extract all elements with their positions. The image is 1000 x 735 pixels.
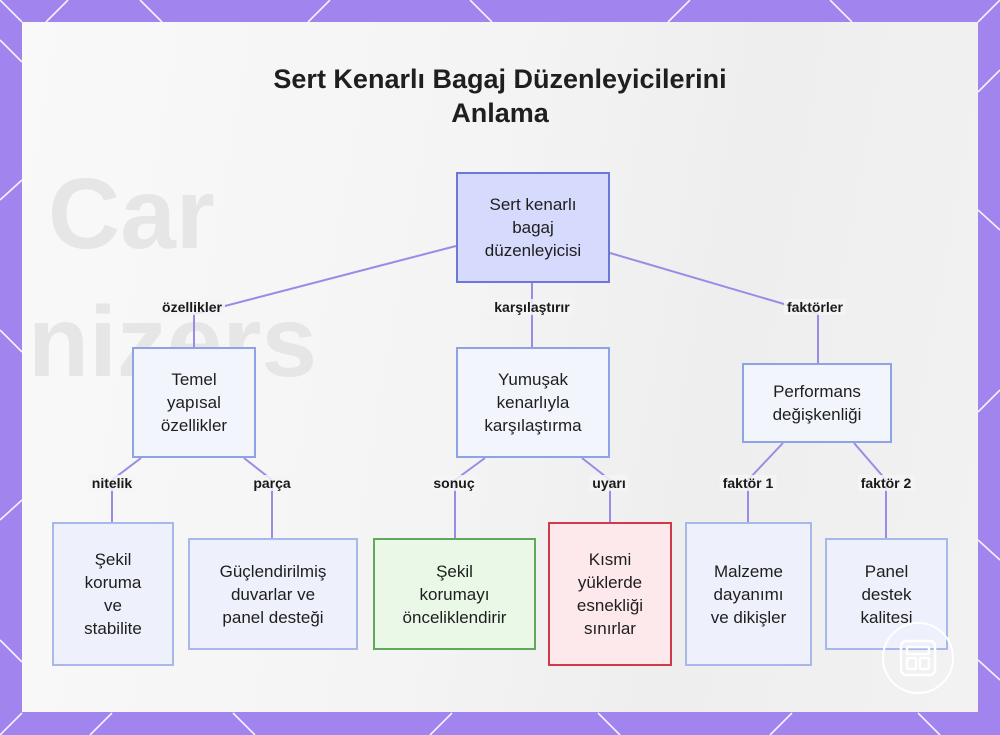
node-shape-stability-label: Şekil koruma ve stabilite [84,548,142,640]
edge-label-warning: uyarı [589,475,628,491]
app-grid-icon-glyph [898,638,938,678]
node-prioritizes-shape-label: Şekil korumayı önceliklendirir [403,560,507,629]
node-material-durability: Malzeme dayanımı ve dikişler [685,522,812,666]
node-performance-variability-label: Performans değişkenliği [773,380,862,426]
edge-label-factor1: faktör 1 [720,475,777,491]
edge-label-part: parça [250,475,293,491]
node-structural-features: Temel yapısal özellikler [132,347,256,458]
node-performance-variability: Performans değişkenliği [742,363,892,443]
edge-features-walls [244,458,272,538]
node-limits-flexibility-label: Kısmi yüklerde esnekliği sınırlar [577,548,643,640]
node-soft-sided-comparison-label: Yumuşak kenarlıyla karşılaştırma [484,368,581,437]
edge-comparison-result [455,458,485,538]
node-shape-stability: Şekil koruma ve stabilite [52,522,174,666]
node-limits-flexibility: Kısmi yüklerde esnekliği sınırlar [548,522,672,666]
node-panel-support-label: Panel destek kalitesi [861,560,913,629]
node-soft-sided-comparison: Yumuşak kenarlıyla karşılaştırma [456,347,610,458]
app-grid-icon[interactable] [882,622,954,694]
edge-label-features: özellikler [159,299,225,315]
edge-label-factors: faktörler [784,299,846,315]
edge-label-factor2: faktör 2 [858,475,915,491]
node-reinforced-walls-label: Güçlendirilmiş duvarlar ve panel desteği [220,560,327,629]
edge-root-features [194,246,456,347]
edge-label-compares: karşılaştırır [491,299,573,315]
node-structural-features-label: Temel yapısal özellikler [161,368,227,437]
node-hard-sided-organizer-label: Sert kenarlı bagaj düzenleyicisi [485,193,581,262]
node-material-durability-label: Malzeme dayanımı ve dikişler [711,560,787,629]
node-reinforced-walls: Güçlendirilmiş duvarlar ve panel desteği [188,538,358,650]
node-hard-sided-organizer: Sert kenarlı bagaj düzenleyicisi [456,172,610,283]
edge-label-attribute: nitelik [89,475,135,491]
node-prioritizes-shape: Şekil korumayı önceliklendirir [373,538,536,650]
edge-label-result: sonuç [430,475,477,491]
